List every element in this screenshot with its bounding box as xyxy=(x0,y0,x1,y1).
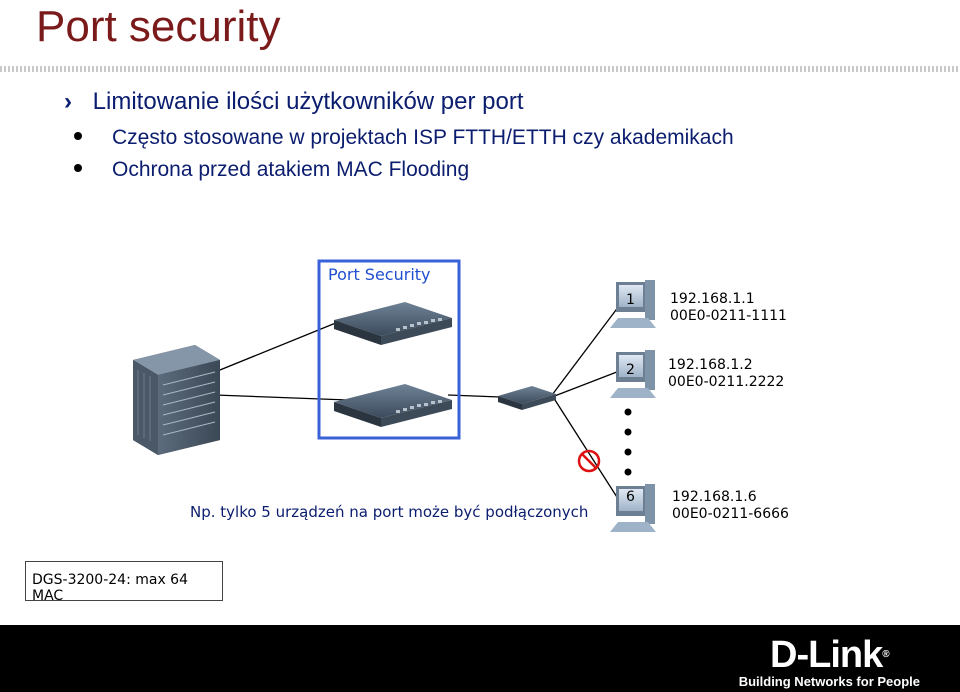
core-chassis-switch-icon xyxy=(133,345,220,455)
registered-icon: ® xyxy=(882,649,889,660)
chevron-right-icon: › xyxy=(64,88,72,115)
links xyxy=(214,301,623,506)
host-1-mac: 00E0-0211-1111 xyxy=(670,308,787,324)
pc-1-icon xyxy=(610,280,656,328)
port-limit-note: Np. tylko 5 urządzeń na port może być po… xyxy=(190,503,589,521)
brand-tagline: Building Networks for People xyxy=(738,674,920,689)
edge-switch-icon xyxy=(498,386,556,410)
port-security-box xyxy=(317,259,461,440)
dlink-logo: D-Link® Building Networks for People xyxy=(739,636,920,690)
host-2-mac: 00E0-0211.2222 xyxy=(668,374,785,390)
blocked-icon xyxy=(577,449,601,473)
host-1-ip: 192.168.1.1 xyxy=(670,291,755,307)
pc-6-icon xyxy=(610,484,656,532)
host-6-mac: 00E0-0211-6666 xyxy=(672,506,789,522)
bullet-dot-icon xyxy=(74,132,82,141)
host-6-ip: 192.168.1.6 xyxy=(672,489,757,505)
pc-2-icon xyxy=(610,350,656,398)
footer-bar xyxy=(0,625,960,692)
pc-6-number: 6 xyxy=(626,489,635,505)
link-to-host-2 xyxy=(551,369,623,398)
host-2-ip: 192.168.1.2 xyxy=(668,357,753,373)
switch-2-icon xyxy=(334,384,452,427)
brand-logo-text: D-Link xyxy=(770,634,883,676)
pc-2-number: 2 xyxy=(626,362,635,378)
link-core-to-switch-1 xyxy=(214,317,349,373)
pc-1-number: 1 xyxy=(626,292,635,308)
sub-bullet-2: Ochrona przed atakiem MAC Flooding xyxy=(74,158,469,182)
bullet-main-text: Limitowanie ilości użytkowników per port xyxy=(92,88,524,115)
device-limit-note: DGS-3200-24: max 64 MAC xyxy=(25,561,223,604)
sub-bullet-1-text: Często stosowane w projektach ISP FTTH/E… xyxy=(112,126,734,149)
bullet-dot-icon xyxy=(74,164,82,173)
sub-bullet-1: Często stosowane w projektach ISP FTTH/E… xyxy=(74,126,734,150)
link-core-to-switch-2 xyxy=(214,394,349,401)
slide-title: Port security xyxy=(36,2,281,51)
bullet-main: › Limitowanie ilości użytkowników per po… xyxy=(64,88,524,116)
link-to-host-1 xyxy=(551,301,623,396)
ellipsis-dots xyxy=(624,408,632,496)
switch-1-icon xyxy=(334,302,452,345)
port-security-label: Port Security xyxy=(328,265,431,284)
sub-bullet-2-text: Ochrona przed atakiem MAC Flooding xyxy=(112,158,470,181)
link-to-host-6 xyxy=(554,399,623,506)
title-divider xyxy=(0,66,960,72)
link-switch-2-to-small-switch xyxy=(447,394,501,398)
